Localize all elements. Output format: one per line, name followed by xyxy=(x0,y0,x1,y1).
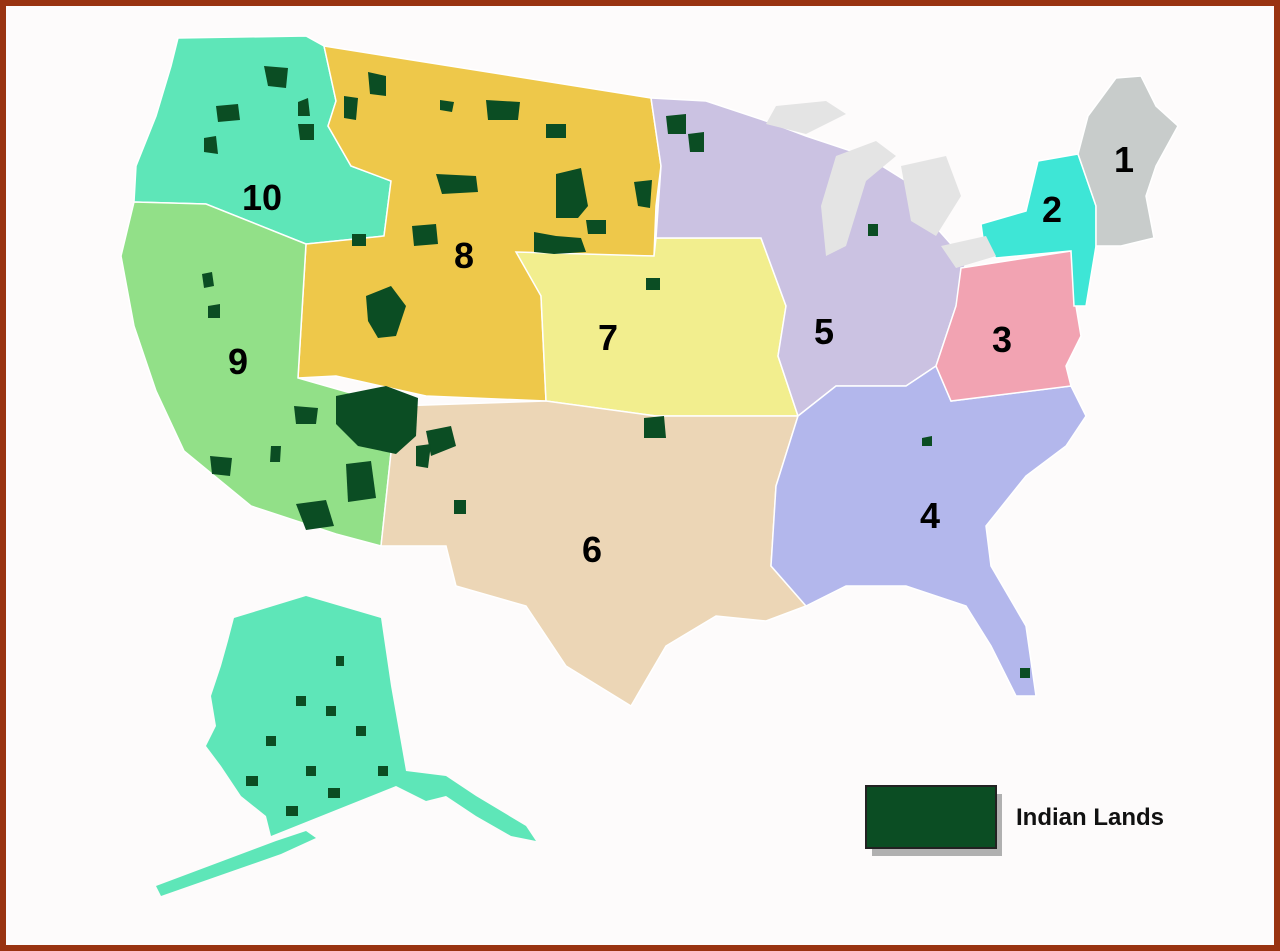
legend-label-indian-lands: Indian Lands xyxy=(1016,804,1165,831)
region-1-area xyxy=(1077,75,1179,247)
alaska-area xyxy=(206,596,536,841)
great-lakes xyxy=(766,101,996,268)
region-8-label: 8 xyxy=(454,235,474,276)
region-4-label: 4 xyxy=(920,495,940,536)
region-9-area xyxy=(120,201,397,547)
region-7-label: 7 xyxy=(598,317,618,358)
alaska-aleutians xyxy=(156,831,316,896)
region-7-area xyxy=(514,237,800,417)
region-1-label: 1 xyxy=(1114,139,1134,180)
region-6-area xyxy=(380,400,808,708)
us-epa-regions-map: 1 2 3 4 5 6 7 8 9 10 xyxy=(120,35,1179,896)
region-10-label: 10 xyxy=(242,177,282,218)
region-3-label: 3 xyxy=(992,319,1012,360)
indian-lands-layer xyxy=(202,66,1030,816)
legend-swatch-indian-lands xyxy=(865,785,997,849)
region-6-label: 6 xyxy=(582,529,602,570)
region-2-label: 2 xyxy=(1042,189,1062,230)
region-5-label: 5 xyxy=(814,311,834,352)
region-9-label: 9 xyxy=(228,341,248,382)
